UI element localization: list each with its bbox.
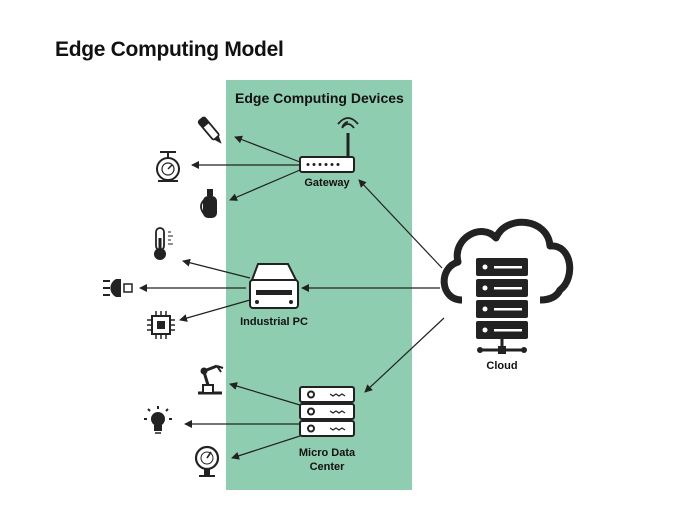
gateway-icon — [299, 117, 359, 173]
chip-icon — [147, 311, 175, 339]
arrow-dc-gauge — [231, 435, 301, 460]
cloud-server-stack — [476, 258, 528, 339]
pen-sensor-icon — [197, 116, 222, 144]
arrow-pc-chip — [179, 299, 251, 322]
arrows — [139, 135, 445, 460]
industrial-pc-icon — [249, 263, 299, 309]
arrow-pc-thermometer — [182, 258, 251, 279]
headlight-icon — [103, 279, 133, 297]
micro-data-center-icon — [299, 386, 355, 437]
scale-icon — [156, 151, 180, 182]
tank-icon — [200, 189, 217, 218]
arrow-gateway-tank — [229, 169, 301, 201]
cloud-icon — [440, 218, 574, 354]
micro-data-center-label-line1: Micro Data — [298, 447, 356, 459]
arrow-cloud-gateway — [358, 179, 443, 269]
diagram-title: Edge Computing Model — [55, 38, 284, 61]
lightbulb-icon — [144, 406, 172, 434]
gateway-label: Gateway — [304, 177, 350, 189]
pressure-gauge-icon — [194, 445, 220, 477]
robot-arm-icon — [198, 364, 224, 395]
arrow-gateway-pen — [234, 135, 301, 163]
thermometer-icon — [154, 227, 173, 260]
panel-title: Edge Computing Devices — [235, 90, 404, 106]
micro-data-center-label-line2: Center — [309, 461, 345, 473]
arrow-cloud-dc — [364, 317, 445, 393]
arrow-dc-robot — [229, 382, 301, 406]
industrial-pc-label: Industrial PC — [240, 316, 308, 328]
cloud-label: Cloud — [486, 360, 518, 372]
